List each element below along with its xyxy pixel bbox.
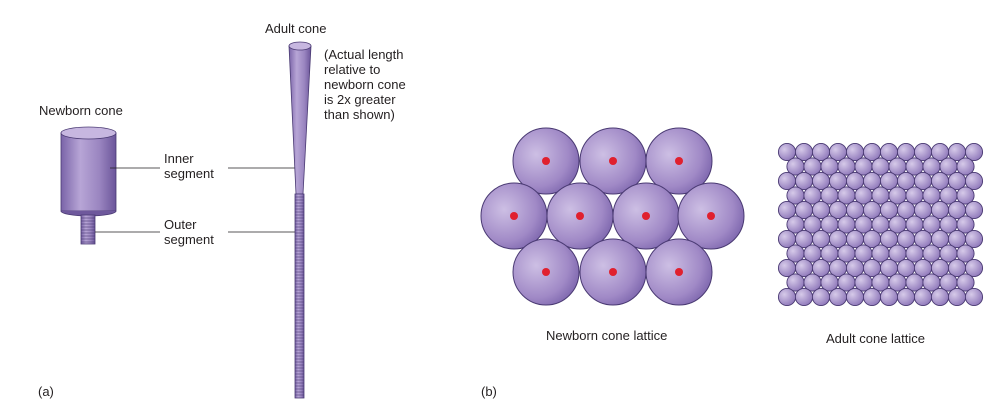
adult-cone-cell [896, 287, 916, 307]
length-note-line: relative to [324, 62, 381, 77]
adult-cone-cell [930, 287, 950, 307]
newborn-outer-segment-rings [81, 217, 95, 243]
newborn-cone-top [60, 126, 117, 140]
newborn-cone [60, 126, 117, 245]
cone-center-dot [576, 212, 584, 220]
newborn-lattice-label: Newborn cone lattice [546, 328, 668, 343]
adult-cone-cell [964, 142, 984, 162]
cone-center-dot [642, 212, 650, 220]
adult-cone-label: Adult cone [265, 21, 327, 36]
cone-center-dot [609, 268, 617, 276]
length-note-line: than shown) [324, 107, 395, 122]
inner-segment-label-line: Inner [164, 151, 194, 166]
adult-cone-cell [956, 273, 975, 292]
panel-b-label: (b) [481, 384, 497, 399]
adult-cone-cell [913, 287, 933, 307]
cone-center-dot [542, 157, 550, 165]
inner-segment-label: Inner segment [164, 151, 214, 181]
length-note-line: newborn cone [324, 77, 406, 92]
inner-segment-label-line: segment [164, 166, 214, 181]
cone-center-dot [707, 212, 715, 220]
adult-cone-cell [845, 287, 865, 307]
length-note-line: is 2x greater [324, 92, 396, 107]
adult-lattice-label: Adult cone lattice [826, 331, 926, 346]
cone-center-dot [542, 268, 550, 276]
adult-cone-cell [956, 186, 975, 205]
newborn-cone-inner-segment [60, 132, 117, 212]
outer-segment-label-line: Outer [164, 217, 197, 232]
length-note-line: (Actual length [324, 47, 404, 62]
cone-center-dot [675, 157, 683, 165]
adult-cone-cell [947, 287, 967, 307]
adult-cone-cell [964, 229, 984, 249]
newborn-cone-lattice [480, 127, 745, 306]
adult-cone-cell [777, 287, 797, 307]
length-note: (Actual length relative to newborn cone … [324, 47, 406, 122]
adult-cone-cell [964, 171, 984, 191]
adult-cone-inner-segment [288, 45, 312, 195]
adult-cone-cell [862, 287, 882, 307]
adult-outer-segment-rings [295, 196, 304, 396]
adult-cone-lattice [777, 142, 984, 307]
adult-cone-cell [956, 157, 975, 176]
adult-cone-cell [828, 287, 848, 307]
newborn-cone-label: Newborn cone [39, 103, 123, 118]
adult-cone-cell [956, 215, 975, 234]
adult-cone-cell [811, 287, 831, 307]
cone-center-dot [510, 212, 518, 220]
adult-cone-cell [879, 287, 899, 307]
cone-center-dot [675, 268, 683, 276]
cone-center-dot [609, 157, 617, 165]
adult-cone-top [288, 41, 312, 51]
outer-segment-label-line: segment [164, 232, 214, 247]
adult-cone-cell [964, 287, 984, 307]
adult-cone-cell [956, 244, 975, 263]
panel-a-label: (a) [38, 384, 54, 399]
adult-cone [288, 41, 312, 399]
adult-cone-cell [794, 287, 814, 307]
adult-cone-cell [964, 200, 984, 220]
newborn-cone-outer-segment [80, 214, 96, 245]
outer-segment-label: Outer segment [164, 217, 214, 247]
adult-cone-cell [964, 258, 984, 278]
